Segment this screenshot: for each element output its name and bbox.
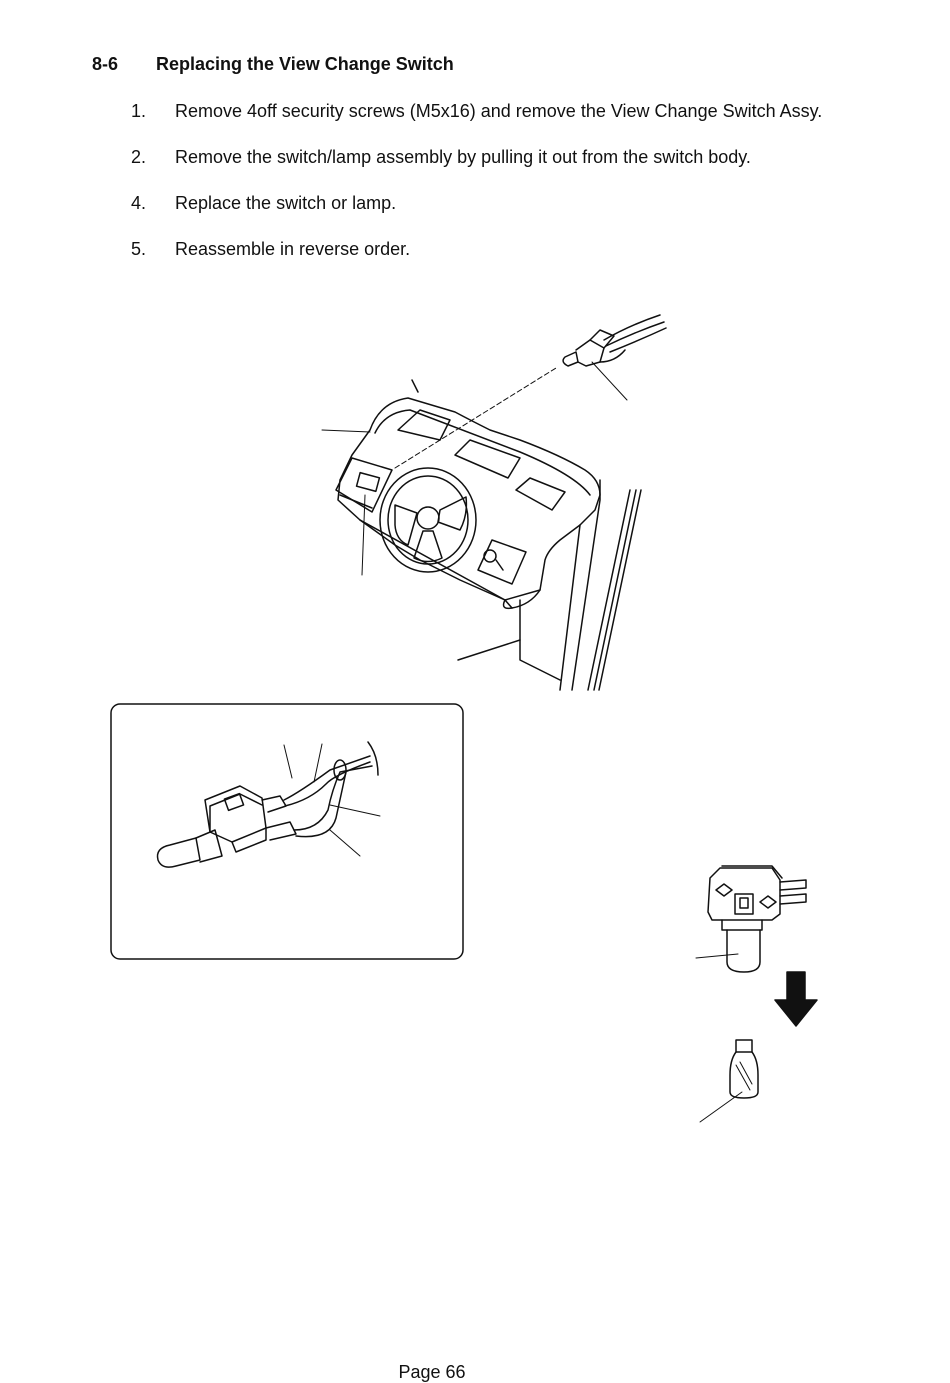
down-arrow-icon xyxy=(775,972,817,1026)
page-number: Page 66 xyxy=(0,1362,864,1383)
switch-and-lamp-exploded-view xyxy=(696,866,817,1122)
switch-assembly-detail-inset xyxy=(111,704,463,959)
cabinet-dashboard-illustration xyxy=(322,315,666,690)
